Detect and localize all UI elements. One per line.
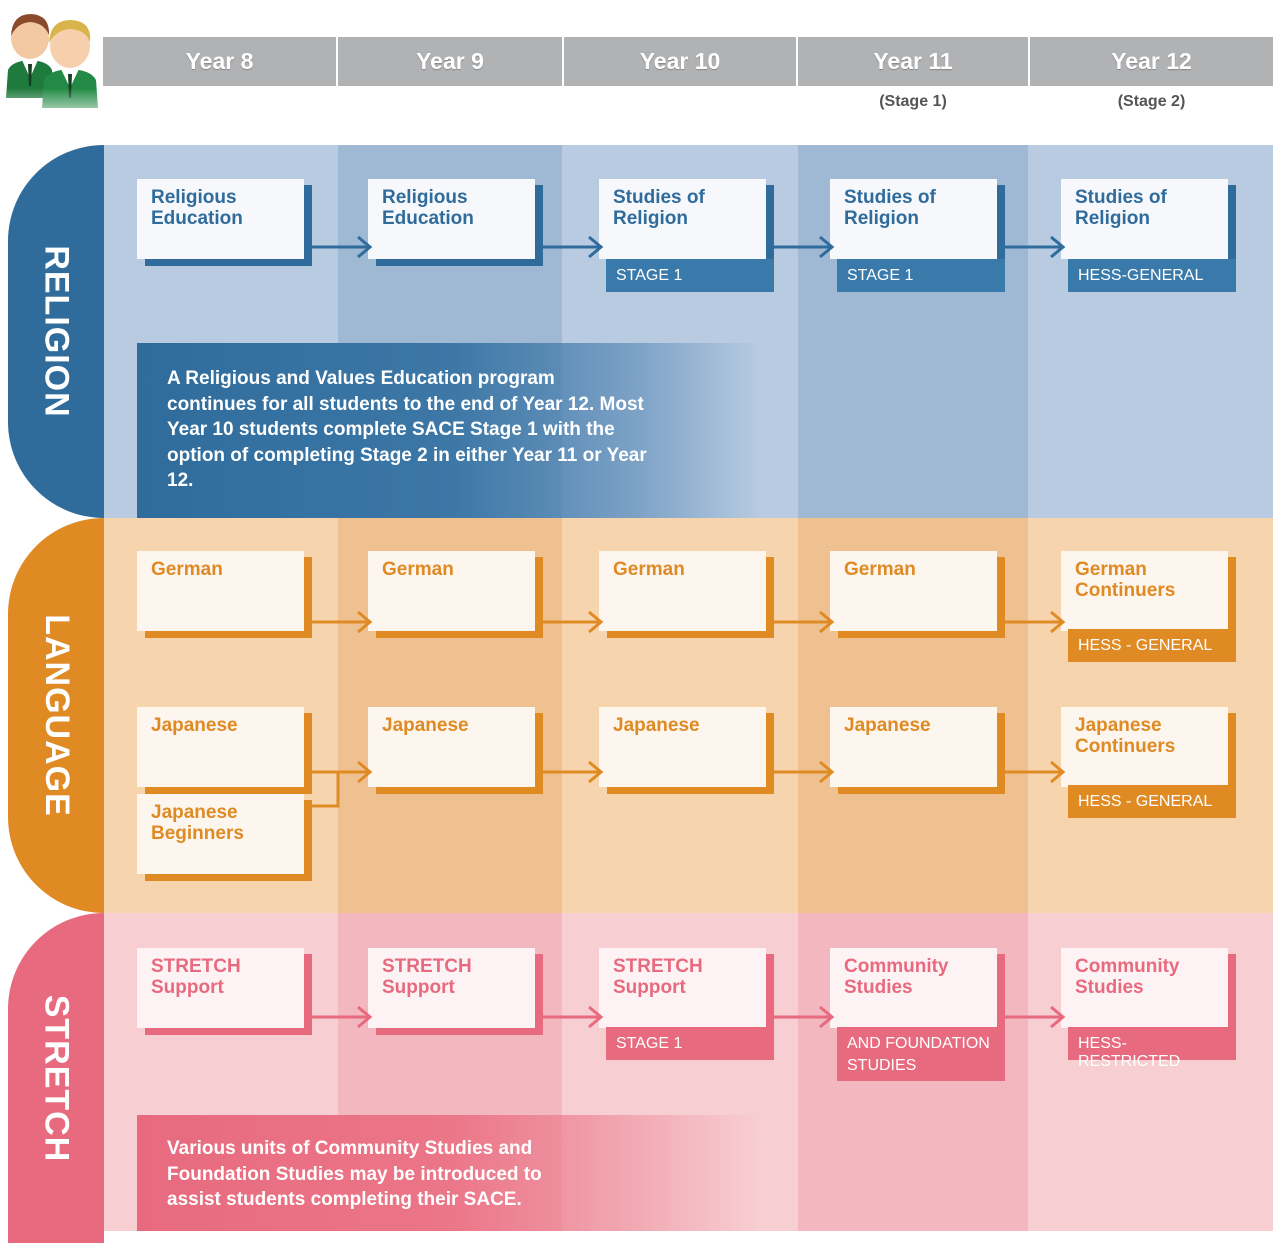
year-10-header: Year 10 [639, 48, 721, 74]
header-divider [1028, 37, 1030, 86]
religion-tag-year11: STAGE 1 [837, 259, 1005, 292]
header-divider [336, 37, 338, 86]
header-divider [562, 37, 564, 86]
language-tab: LANGUAGE [8, 518, 104, 913]
german-arrow-icon [543, 610, 604, 634]
religion-box-year10: Studies of Religion [599, 179, 774, 266]
stretch-arrow-icon [312, 1005, 373, 1029]
japanese-tag-year12: HESS - GENERAL [1068, 785, 1236, 818]
religion-box-year9: Religious Education [368, 179, 543, 266]
stretch-note-panel [137, 1115, 762, 1231]
beginners-connector-icon [312, 772, 340, 808]
japanese-box-year9: Japanese [368, 707, 543, 794]
year-11-header: Year 11 [873, 48, 953, 74]
stretch-tag-year10: STAGE 1 [606, 1027, 774, 1060]
year-9-header: Year 9 [416, 48, 484, 74]
stretch-arrow-icon [543, 1005, 604, 1029]
japanese-arrow-icon [1005, 760, 1066, 784]
german-box-year8: German [137, 551, 312, 638]
stretch-tab: STRETCH [8, 913, 104, 1243]
german-box-year9: German [368, 551, 543, 638]
year-header-bar [103, 37, 1273, 86]
religion-arrow-icon [543, 235, 604, 259]
stretch-box-year10: STRETCH Support [599, 948, 774, 1035]
year-11-stage-note: (Stage 1) [879, 93, 947, 110]
religion-box-year8: Religious Education [137, 179, 312, 266]
religion-note: A Religious and Values Education program… [167, 368, 647, 491]
german-box-year11: German [830, 551, 1005, 638]
year-12-header: Year 12 [1111, 48, 1192, 74]
religion-tag-year12: HESS-GENERAL [1068, 259, 1236, 292]
japanese-arrow-icon [774, 760, 835, 784]
religion-tag-year10: STAGE 1 [606, 259, 774, 292]
japanese-arrow-icon [312, 760, 373, 784]
header-divider [796, 37, 798, 86]
stretch-arrow-icon [1005, 1005, 1066, 1029]
japanese-box-year11: Japanese [830, 707, 1005, 794]
japanese-arrow-icon [543, 760, 604, 784]
stretch-box-year9: STRETCH Support [368, 948, 543, 1035]
religion-box-year12: Studies of Religion [1061, 179, 1236, 266]
stretch-box-year11: Community Studies [830, 948, 1005, 1035]
german-box-year12: German Continuers [1061, 551, 1236, 638]
religion-arrow-icon [312, 235, 373, 259]
japanese-beginners-box: Japanese Beginners [137, 794, 312, 881]
stretch-note: Various units of Community Studies and F… [167, 1138, 542, 1210]
stretch-box-year12: Community Studies [1061, 948, 1236, 1035]
religion-tab: RELIGION [8, 145, 104, 518]
japanese-box-year10: Japanese [599, 707, 774, 794]
religion-note-panel [137, 343, 762, 518]
stretch-tag-year12: HESS-RESTRICTED [1068, 1027, 1236, 1070]
year-12-stage-note: (Stage 2) [1117, 93, 1186, 110]
stretch-arrow-icon [774, 1005, 835, 1029]
stretch-box-year8: STRETCH Support [137, 948, 312, 1035]
stretch-tag-year11: AND FOUNDATION STUDIES [837, 1027, 1005, 1081]
religion-arrow-icon [774, 235, 835, 259]
japanese-box-year8: Japanese [137, 707, 312, 794]
german-box-year10: German [599, 551, 774, 638]
religion-arrow-icon [1005, 235, 1066, 259]
students-logo-icon [4, 14, 108, 126]
german-arrow-icon [312, 610, 373, 634]
german-arrow-icon [1005, 610, 1066, 634]
german-arrow-icon [774, 610, 835, 634]
year-8-header: Year 8 [185, 48, 254, 74]
religion-box-year11: Studies of Religion [830, 179, 1005, 266]
german-tag-year12: HESS - GENERAL [1068, 629, 1236, 662]
japanese-box-year12: Japanese Continuers [1061, 707, 1236, 794]
